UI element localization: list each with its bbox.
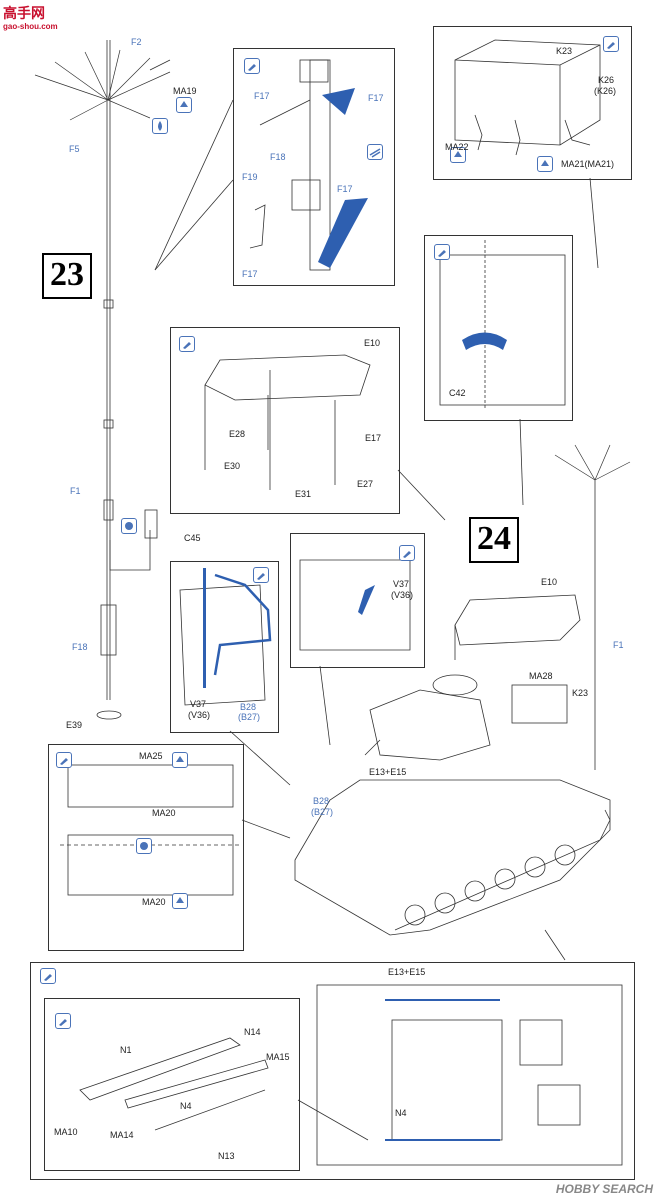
glue-icon [244, 58, 260, 74]
label-ma19: MA19 [173, 86, 197, 96]
label-b28-left: B28 [240, 702, 257, 712]
label-e13-hull: E13+E15 [388, 967, 426, 977]
panel-rod-inset [44, 998, 300, 1171]
step-number-23: 23 [42, 253, 92, 299]
label-e39: E39 [66, 720, 83, 730]
label-ma20-bottom: MA20 [142, 897, 166, 907]
label-v37-right: V37 [393, 579, 410, 589]
label-n13: N13 [218, 1151, 235, 1161]
label-f1-right: F1 [613, 640, 624, 650]
label-n1: N1 [120, 1045, 132, 1055]
label-n14: N14 [244, 1027, 261, 1037]
label-e10-tank: E10 [541, 577, 558, 587]
drill-icon [367, 144, 383, 160]
label-v37-left: V37 [190, 699, 207, 709]
glue-icon [399, 545, 415, 561]
panel-stowage-box [433, 26, 632, 180]
site-logo: 高手网 [3, 5, 45, 21]
glue-icon [40, 968, 56, 984]
flip-icon [450, 147, 466, 163]
label-ma21: MA21(MA21) [561, 159, 615, 169]
paint-icon [152, 118, 168, 134]
label-f2: F2 [131, 37, 142, 47]
label-f17-b: F17 [368, 93, 384, 103]
label-n4-inset: N4 [180, 1101, 192, 1111]
label-b28-tank: B28 [313, 796, 330, 806]
label-ma25: MA25 [139, 751, 163, 761]
label-k26-alt: (K26) [594, 86, 617, 96]
glue-icon [56, 752, 72, 768]
label-f19: F19 [242, 172, 258, 182]
label-ma22: MA22 [445, 142, 469, 152]
label-f18-inset: F18 [270, 152, 286, 162]
step-number-24: 24 [469, 517, 519, 563]
label-c42: C42 [449, 388, 466, 398]
mirror-icon [121, 518, 137, 534]
label-ma28: MA28 [529, 671, 553, 681]
label-k23-box: K23 [556, 46, 573, 56]
label-ma14: MA14 [110, 1130, 134, 1140]
label-k26: K26 [598, 75, 615, 85]
mirror-icon [136, 838, 152, 854]
label-e13-tank: E13+E15 [369, 767, 407, 777]
glue-icon [603, 36, 619, 52]
label-e31: E31 [295, 489, 312, 499]
flip-icon [172, 893, 188, 909]
label-f17-a: F17 [254, 91, 270, 101]
label-f17-d: F17 [242, 269, 258, 279]
site-url: gao-shou.com [3, 22, 58, 31]
footer-brand: HOBBY SEARCH [555, 1182, 653, 1196]
label-f5: F5 [69, 144, 80, 154]
panel-frame-antenna [170, 327, 400, 514]
label-e30: E30 [224, 461, 241, 471]
flip-icon [537, 156, 553, 172]
label-ma15: MA15 [266, 1052, 290, 1062]
glue-icon [253, 567, 269, 583]
glue-icon [55, 1013, 71, 1029]
label-v36-right: (V36) [391, 590, 414, 600]
label-v36-left: (V36) [188, 710, 211, 720]
glue-icon [179, 336, 195, 352]
label-ma20-top: MA20 [152, 808, 176, 818]
label-e28: E28 [229, 429, 246, 439]
flip-icon [176, 97, 192, 113]
panel-bracket-detail [424, 235, 573, 421]
label-c45: C45 [184, 533, 201, 543]
label-f18-left: F18 [72, 642, 88, 652]
flip-icon [172, 752, 188, 768]
label-e17: E17 [365, 433, 382, 443]
label-k23-tank: K23 [572, 688, 589, 698]
label-ma10: MA10 [54, 1127, 78, 1137]
label-f17-c: F17 [337, 184, 353, 194]
panel-antenna-mount [233, 48, 395, 286]
label-b27-tank: (B27) [311, 807, 334, 817]
label-b27-left: (B27) [238, 712, 261, 722]
label-e27: E27 [357, 479, 374, 489]
label-e10-frame: E10 [364, 338, 381, 348]
label-f1-left: F1 [70, 486, 81, 496]
label-n4-hull: N4 [395, 1108, 407, 1118]
glue-icon [434, 244, 450, 260]
